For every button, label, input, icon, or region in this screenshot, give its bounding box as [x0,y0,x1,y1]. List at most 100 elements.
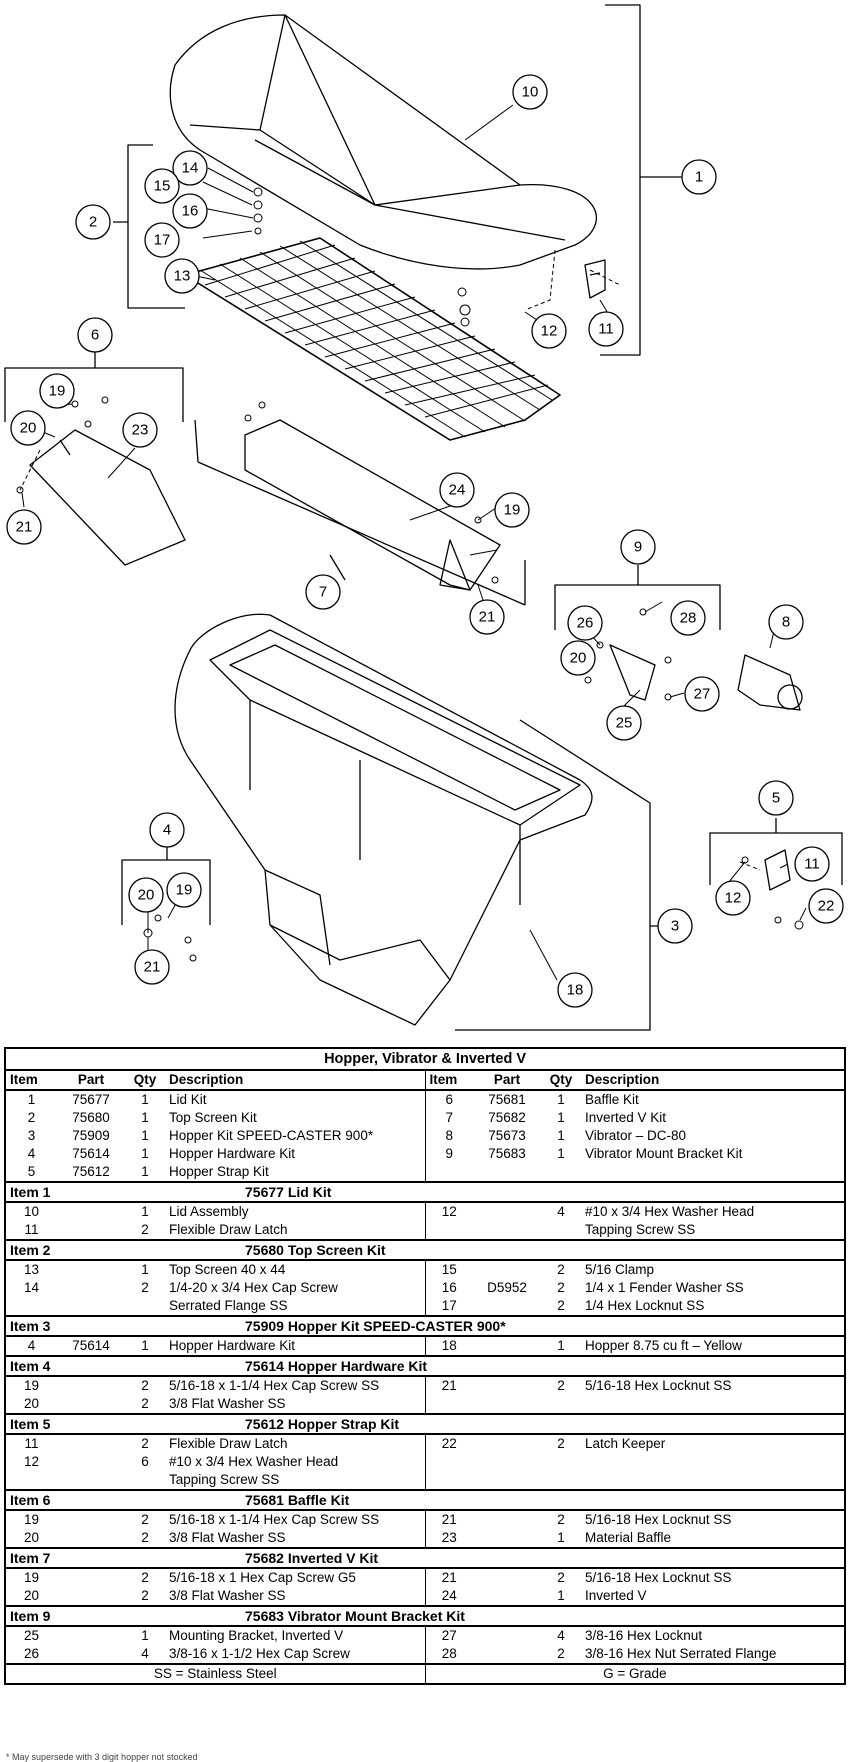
row-item [5,1297,57,1316]
row-item: 5 [27,1164,36,1179]
section-title: 75681 Baffle Kit [125,1489,846,1511]
row-description: Vibrator – DC-80 [585,1128,687,1143]
callout-19: 19 [176,882,193,899]
header-description: Description [165,1070,426,1091]
row-description [581,1471,845,1490]
row-description: 5/16-18 Hex Locknut SS [585,1378,732,1393]
footnote: * May supersede with 3 digit hopper not … [6,1752,198,1762]
row-description: Latch Keeper [585,1436,666,1451]
row-item: 8 [445,1128,453,1143]
row-part [57,1260,125,1279]
row-part: D5952 [487,1280,527,1295]
callout-26: 26 [577,615,594,632]
callout-23: 23 [132,422,149,439]
row-part [57,1297,125,1316]
row-qty: 1 [557,1588,565,1603]
row-qty: 2 [557,1378,565,1393]
row-item [425,1453,473,1471]
row-qty: 2 [141,1396,149,1411]
row-part [473,1202,541,1221]
row-description: 5/16-18 x 1 Hex Cap Screw G5 [165,1568,426,1587]
callout-21: 21 [144,959,161,976]
row-qty: 2 [141,1280,149,1295]
row-qty: 2 [557,1280,565,1295]
row-description: Inverted V [585,1588,647,1603]
section-title: 75680 Top Screen Kit [125,1239,846,1261]
section-title: 75612 Hopper Strap Kit [125,1413,846,1435]
row-item: 27 [441,1628,457,1643]
section-item: Item 4 [5,1355,125,1377]
callout-22: 22 [818,898,835,915]
header-qty: Qty [541,1070,581,1091]
row-qty: 1 [557,1092,565,1107]
row-description: Top Screen 40 x 44 [165,1260,426,1279]
row-part: 75681 [488,1092,526,1107]
row-qty: 2 [557,1570,565,1585]
callout-21: 21 [16,519,33,536]
callout-18: 18 [567,982,584,999]
row-qty: 4 [557,1204,565,1219]
row-qty: 2 [141,1378,149,1393]
row-qty: 2 [557,1262,565,1277]
row-qty [125,1297,165,1316]
callout-19: 19 [504,502,521,519]
row-description: Tapping Screw SS [165,1471,426,1490]
row-item: 22 [441,1436,457,1451]
row-part [57,1453,125,1471]
callout-19: 19 [49,383,66,400]
row-part [473,1587,541,1606]
row-qty: 4 [141,1646,149,1661]
row-description: Hopper Strap Kit [165,1163,426,1182]
row-qty: 2 [141,1588,149,1603]
callout-3: 3 [671,918,679,935]
callout-8: 8 [782,614,790,631]
header-item: Item [425,1070,473,1091]
callout-24: 24 [449,482,466,499]
row-item: 3 [27,1128,36,1143]
parts-table: Hopper, Vibrator & Inverted V Item Part … [4,1047,847,1685]
row-qty: 1 [141,1128,149,1143]
row-item: 10 [23,1204,40,1219]
callout-1: 1 [695,169,703,186]
row-description: 5/16-18 x 1-1/4 Hex Cap Screw SS [165,1376,426,1395]
fasteners-drawing [16,187,804,962]
row-description [581,1395,845,1414]
row-item: 6 [445,1092,453,1107]
row-part [57,1529,125,1548]
row-part [473,1434,541,1453]
row-item: 21 [441,1570,457,1585]
top-screen-drawing [184,237,561,441]
row-qty: 1 [141,1628,149,1643]
row-item: 11 [24,1222,39,1237]
callout-12: 12 [541,323,558,340]
row-qty: 2 [557,1512,565,1527]
row-description [581,1163,845,1182]
callout-10: 10 [522,84,539,101]
row-part [57,1587,125,1606]
row-qty: 2 [141,1530,149,1545]
row-part: 75682 [488,1110,526,1125]
lid-assembly-drawing [169,14,598,270]
latch-drawing [584,259,791,891]
row-description: 3/8 Flat Washer SS [165,1587,426,1606]
row-item [425,1221,473,1240]
callout-9: 9 [634,539,642,556]
row-part [473,1471,541,1490]
table-title: Hopper, Vibrator & Inverted V [5,1048,846,1071]
row-description: Lid Assembly [165,1202,426,1221]
row-description: 5/16-18 Hex Locknut SS [585,1570,732,1585]
row-description: Hopper Kit SPEED-CASTER 900* [165,1127,426,1145]
row-item [425,1395,473,1414]
row-part [57,1510,125,1529]
callout-28: 28 [680,610,697,627]
row-qty: 1 [557,1530,565,1545]
